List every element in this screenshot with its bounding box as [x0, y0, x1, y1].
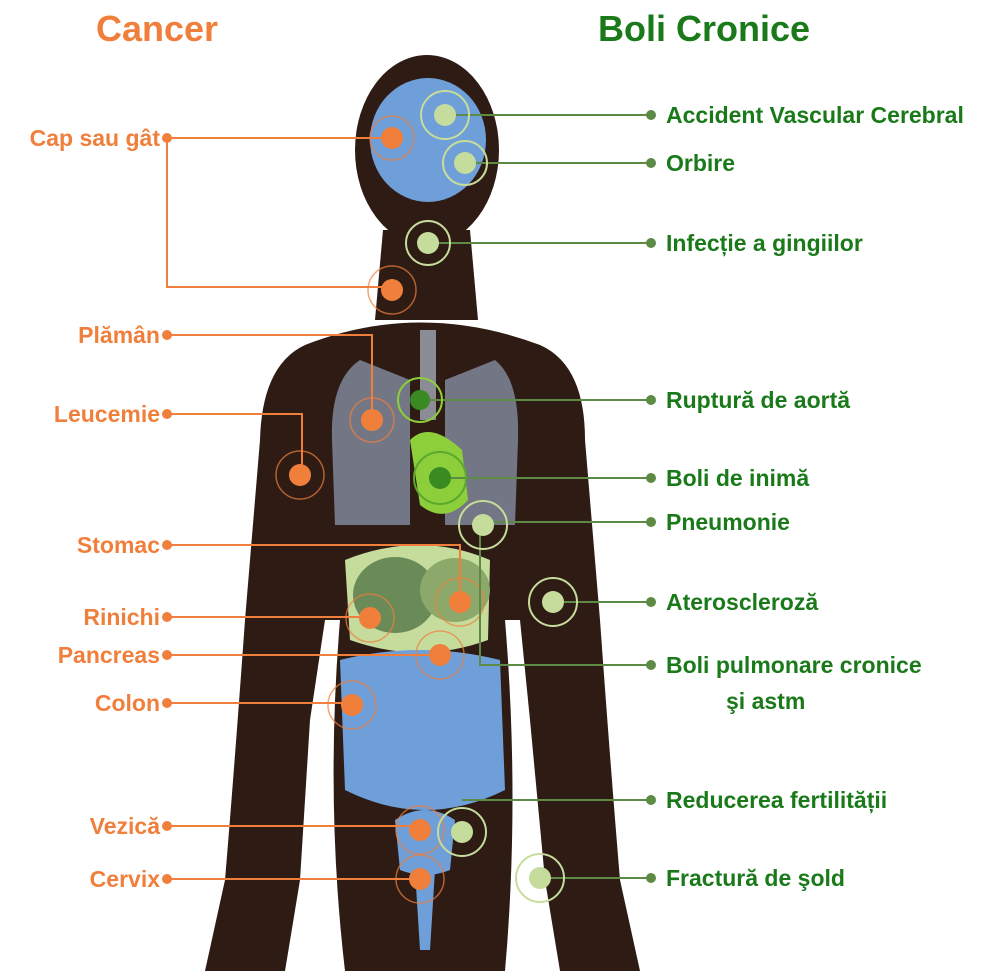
cancer-header: Cancer	[96, 8, 218, 50]
label-leucemie: Leucemie	[54, 400, 160, 428]
label-accident-vascular-cerebral: Accident Vascular Cerebral	[666, 101, 964, 129]
label-ruptura-aorta: Ruptură de aortă	[666, 386, 850, 414]
label-orbire: Orbire	[666, 149, 735, 177]
chronic-diseases-header: Boli Cronice	[598, 8, 810, 50]
label-si-astm: şi astm	[726, 687, 805, 715]
label-ateroscleroza: Ateroscleroză	[666, 588, 818, 616]
label-vezica: Vezică	[90, 812, 160, 840]
label-pancreas: Pancreas	[58, 641, 160, 669]
bladder-uterus	[395, 810, 455, 875]
intestines	[340, 650, 505, 810]
label-boli-pulmonare-cronice: Boli pulmonare cronice	[666, 651, 922, 679]
label-rinichi: Rinichi	[83, 603, 160, 631]
label-fractura-de-sold: Fractură de şold	[666, 864, 845, 892]
label-cap-sau-gat: Cap sau gât	[30, 124, 160, 152]
label-plaman: Plămân	[78, 321, 160, 349]
label-reducerea-fertilitatii: Reducerea fertilității	[666, 786, 887, 814]
chronic-label-dots	[646, 110, 656, 883]
label-pneumonie: Pneumonie	[666, 508, 790, 536]
label-boli-de-inima: Boli de inimă	[666, 464, 809, 492]
label-stomac: Stomac	[77, 531, 160, 559]
label-cervix: Cervix	[90, 865, 160, 893]
label-colon: Colon	[95, 689, 160, 717]
label-infectie-gingii: Infecție a gingiilor	[666, 229, 863, 257]
